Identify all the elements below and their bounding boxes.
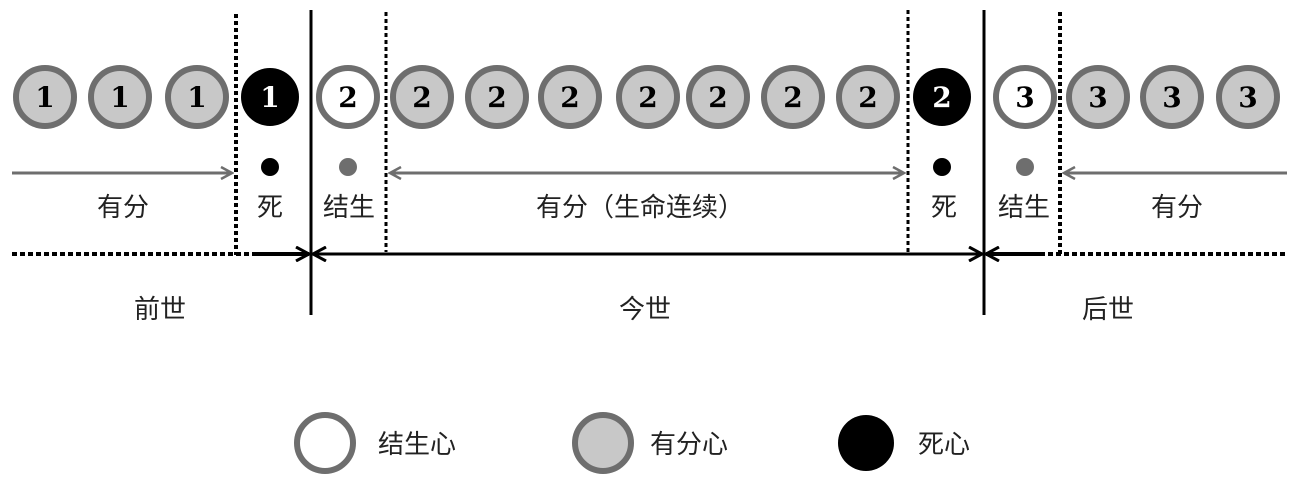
- mind-moment-number: 3: [1088, 81, 1107, 114]
- legend-death-label: 死心: [918, 430, 970, 460]
- mind-moment-number: 2: [932, 81, 951, 114]
- legend-rebirth-label: 结生心: [378, 430, 456, 460]
- death-mind-circle: [241, 68, 299, 126]
- label-death-1: 死: [257, 193, 283, 223]
- mind-moment-number: 2: [412, 81, 431, 114]
- mind-moment-number: 1: [110, 81, 129, 114]
- death-dot-2: [933, 158, 951, 176]
- bhavanga-mind-circle: [616, 65, 680, 129]
- mind-moment-number: 2: [338, 81, 357, 114]
- mind-moment-number: 2: [487, 81, 506, 114]
- death-dot-1: [261, 158, 279, 176]
- label-future-life: 后世: [1082, 295, 1134, 325]
- mind-moment-number: 2: [783, 81, 802, 114]
- mind-moment-number: 1: [35, 81, 54, 114]
- death-mind-circle: [913, 68, 971, 126]
- bhavanga-mind-circle: [538, 65, 602, 129]
- label-present-life: 今世: [619, 295, 671, 325]
- legend: 结生心 有分心 死心: [294, 412, 970, 474]
- bhavanga-mind-circle: [686, 65, 750, 129]
- label-bhavanga-life: 有分（生命连续）: [536, 193, 744, 223]
- bhavanga-mind-circle: [836, 65, 900, 129]
- mind-moment-number: 1: [260, 81, 279, 114]
- bhavanga-mind-circle: [761, 65, 825, 129]
- rebirth-mind-circle: [316, 65, 380, 129]
- mind-moment-number: 2: [708, 81, 727, 114]
- bhavanga-mind-circle: [390, 65, 454, 129]
- mind-moment-number: 3: [1015, 81, 1034, 114]
- label-rebirth-3: 结生: [998, 193, 1050, 223]
- label-death-2: 死: [931, 193, 957, 223]
- label-rebirth-2: 结生: [323, 193, 375, 223]
- mind-moment-number: 3: [1162, 81, 1181, 114]
- bhavanga-mind-circle: [13, 65, 77, 129]
- label-bhavanga-prev: 有分: [97, 193, 149, 223]
- mind-moment-number: 2: [560, 81, 579, 114]
- mind-moment-number: 1: [187, 81, 206, 114]
- mind-moment-number: 2: [858, 81, 877, 114]
- rebirth-dot-2: [339, 158, 357, 176]
- bhavanga-mind-circle: [1216, 65, 1280, 129]
- mind-moment-number: 2: [638, 81, 657, 114]
- bhavanga-mind-circle: [465, 65, 529, 129]
- legend-death-swatch: [838, 415, 894, 471]
- label-past-life: 前世: [134, 295, 186, 325]
- legend-bhavanga-label: 有分心: [650, 430, 728, 460]
- rebirth-dot-3: [1016, 158, 1034, 176]
- mind-moment-number: 3: [1238, 81, 1257, 114]
- legend-rebirth-swatch: [294, 412, 356, 474]
- rebirth-mind-circle: [993, 65, 1057, 129]
- bhavanga-mind-circle: [88, 65, 152, 129]
- mind-moment-row: 1 1 1 1 2 2 2 2 2 2 2 2 2 3 3 3 3: [13, 65, 1280, 129]
- label-bhavanga-next: 有分: [1151, 193, 1203, 223]
- bhavanga-mind-circle: [1140, 65, 1204, 129]
- bhavanga-mind-circle: [165, 65, 229, 129]
- legend-bhavanga-swatch: [572, 412, 634, 474]
- bhavanga-mind-circle: [1066, 65, 1130, 129]
